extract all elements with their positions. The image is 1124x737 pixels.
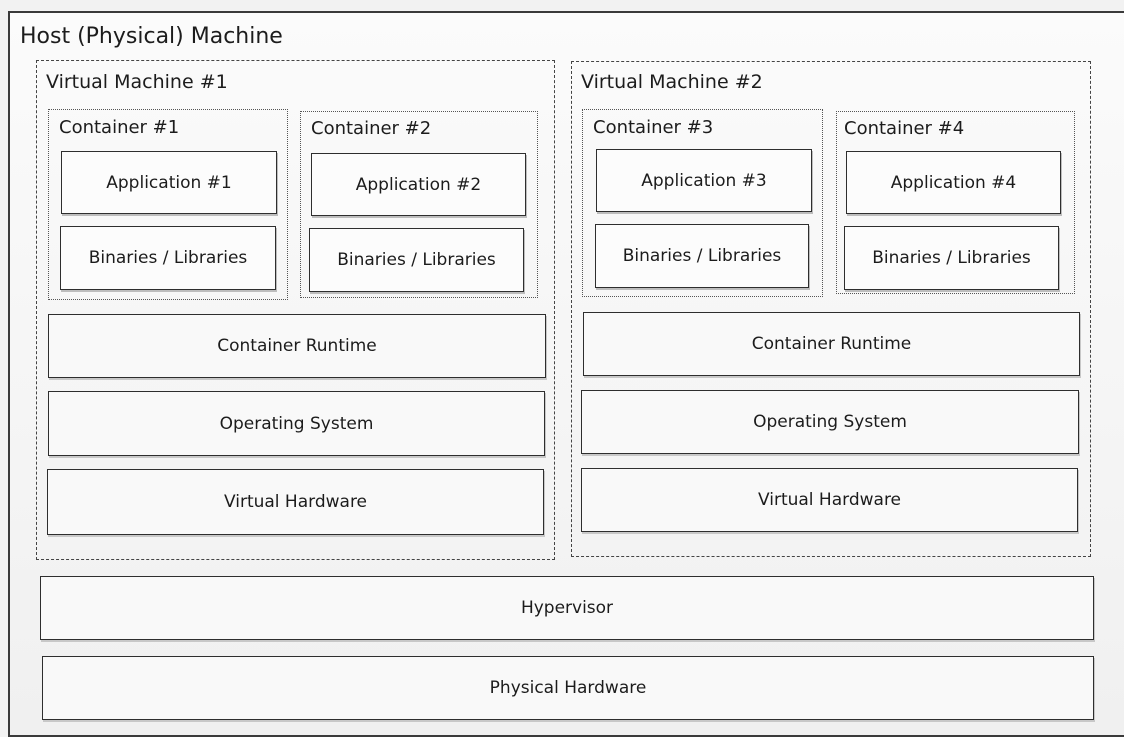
vm-2-title: Virtual Machine #2: [581, 71, 763, 93]
container-2: [300, 111, 538, 298]
binaries-libraries-1-box: Binaries / Libraries: [60, 226, 276, 290]
application-1-box: Application #1: [61, 151, 277, 214]
container-2-title: Container #2: [311, 118, 432, 139]
vm-1-container-runtime: Container Runtime: [48, 314, 546, 378]
physical-hardware-layer: Physical Hardware: [42, 656, 1094, 720]
container-1-title: Container #1: [59, 117, 180, 138]
binaries-libraries-4-box: Binaries / Libraries: [844, 226, 1059, 290]
container-4: [836, 111, 1075, 294]
container-3: [582, 109, 823, 297]
container-4-title: Container #4: [844, 118, 965, 139]
host-machine-title: Host (Physical) Machine: [20, 24, 283, 49]
virtual-machine-1: [36, 60, 555, 560]
vm-1-operating-system: Operating System: [48, 391, 545, 456]
application-4-box: Application #4: [846, 151, 1061, 214]
container-1: [48, 109, 288, 300]
vm-2-virtual-hardware: Virtual Hardware: [581, 468, 1078, 532]
binaries-libraries-3-box: Binaries / Libraries: [595, 224, 809, 288]
hypervisor-layer: Hypervisor: [40, 576, 1094, 640]
vm-1-title: Virtual Machine #1: [46, 71, 228, 93]
container-3-title: Container #3: [593, 117, 714, 138]
application-2-box: Application #2: [311, 153, 526, 216]
vm-2-container-runtime: Container Runtime: [583, 312, 1080, 376]
binaries-libraries-2-box: Binaries / Libraries: [309, 228, 524, 292]
vm-1-virtual-hardware: Virtual Hardware: [47, 469, 544, 535]
vm-2-operating-system: Operating System: [581, 390, 1079, 454]
application-3-box: Application #3: [596, 149, 812, 212]
virtual-machine-2: [571, 61, 1091, 557]
